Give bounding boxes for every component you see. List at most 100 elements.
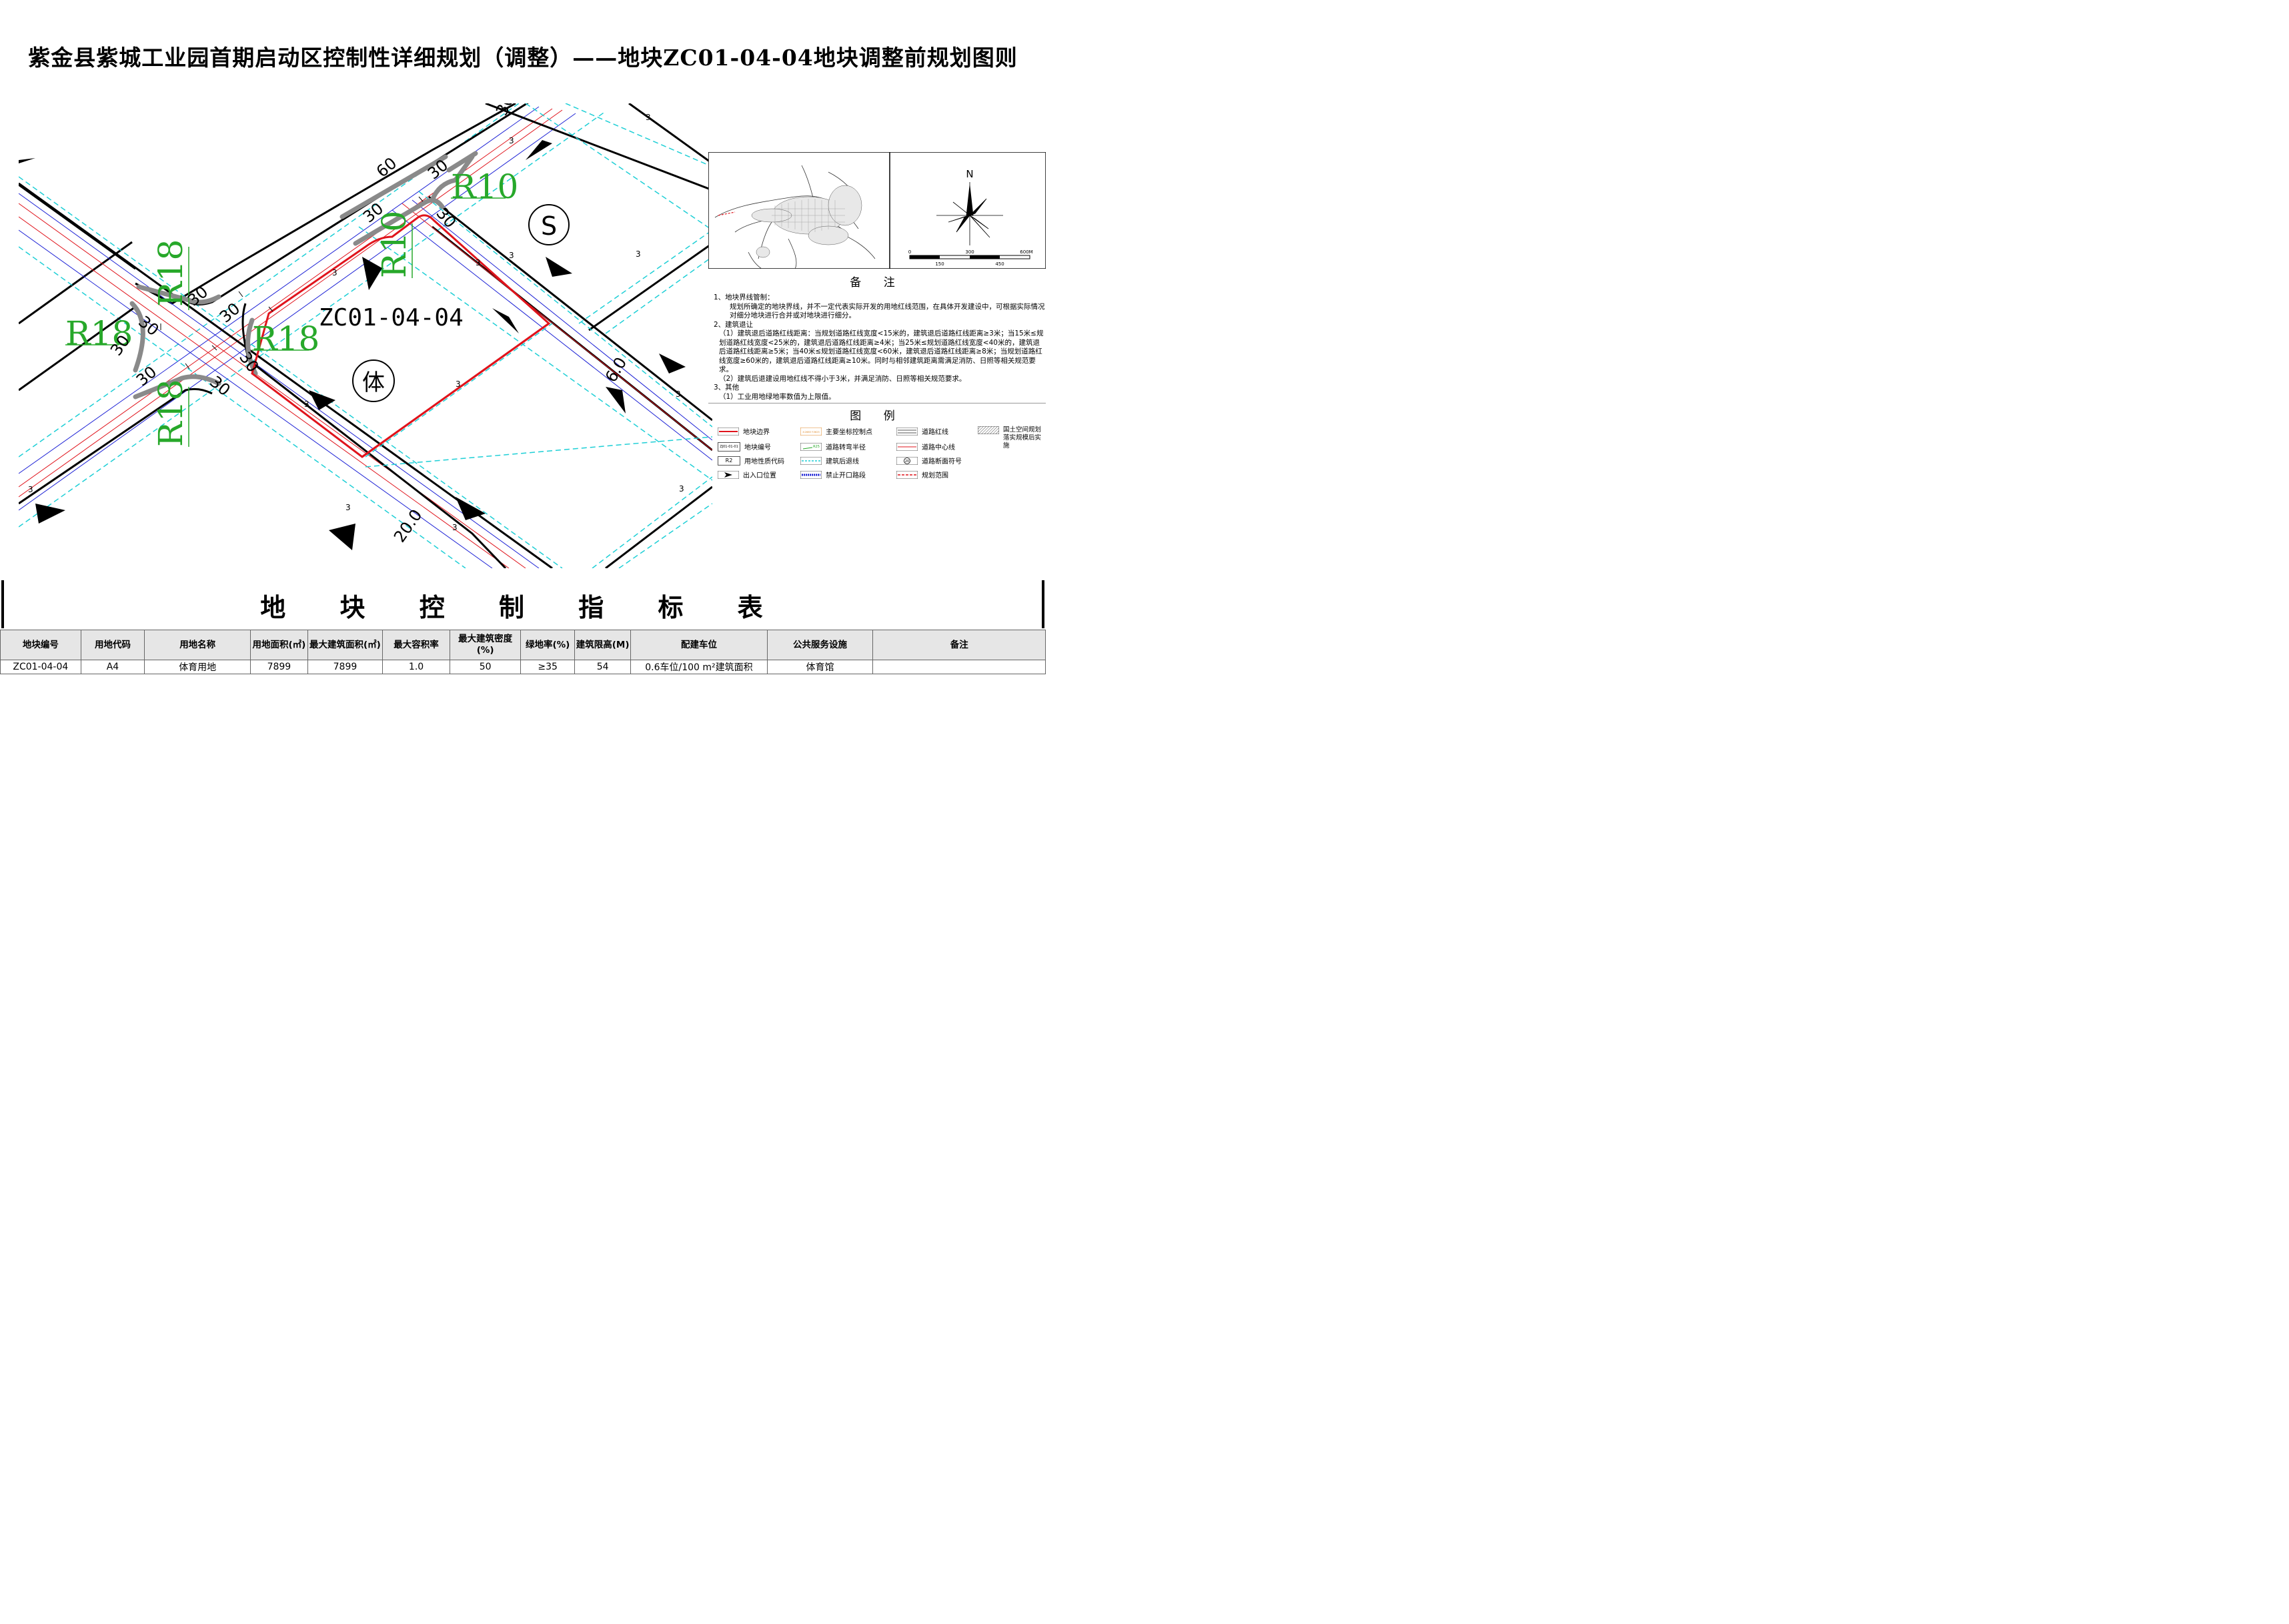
svg-text:3: 3 xyxy=(679,484,684,494)
svg-text:3: 3 xyxy=(509,251,514,260)
svg-text:X:2685 Y:3625: X:2685 Y:3625 xyxy=(802,431,819,434)
entrance-arrow xyxy=(526,140,552,160)
legend-item-setback-line: 建筑后退线 xyxy=(800,456,859,466)
setback-dim-labels: 3 3 3 3 3 3 3 3 3 3 3 3 3 xyxy=(28,113,684,532)
dim-60: 60 xyxy=(373,154,400,181)
table-header: 公共服务设施 xyxy=(766,630,874,660)
left-frame-bar xyxy=(1,580,4,628)
road-diagonal-east xyxy=(358,191,712,481)
note-line: 规划所确定的地块界线，并不一定代表实际开发的用地红线范围，在具体开发建设中，可根… xyxy=(730,302,1045,320)
planning-scope-symbol xyxy=(896,470,918,479)
entrance-arrow xyxy=(546,257,572,277)
note-line: 1、地块界线管制： xyxy=(714,293,774,301)
svg-text:3: 3 xyxy=(304,399,309,409)
dimension-ticks xyxy=(160,196,424,369)
svg-text:300: 300 xyxy=(965,249,974,255)
svg-text:体: 体 xyxy=(362,369,385,396)
notes-body: 1、地块界线管制： 规划所确定的地块界线，并不一定代表实际开发的用地红线范围，在… xyxy=(708,289,1046,401)
table-cell: 7899 xyxy=(307,660,384,674)
radius-label-r18-top: R18 xyxy=(151,239,190,307)
setback-line-symbol xyxy=(800,456,822,465)
location-inset-map xyxy=(708,152,890,269)
table-header: 建筑限高(M) xyxy=(574,630,632,660)
radius-label-r18-bottom: R18 xyxy=(151,379,190,447)
legend-item-land-use-code: R2 用地性质代码 xyxy=(718,456,784,466)
parcel-id-label: ZC01-04-04 xyxy=(319,304,464,331)
table-header: 最大建筑密度(%) xyxy=(449,630,522,660)
road-northeast xyxy=(19,103,516,325)
svg-text:3: 3 xyxy=(332,268,337,277)
svg-text:0: 0 xyxy=(908,249,911,255)
radius-labels: R18 R18 R18 R18 R10 R10 xyxy=(65,167,518,447)
turning-radius-symbol: R25 xyxy=(800,442,822,451)
svg-text:3: 3 xyxy=(646,113,651,122)
entrance-arrows xyxy=(19,140,686,550)
svg-text:3: 3 xyxy=(452,523,458,532)
svg-text:3: 3 xyxy=(345,503,351,512)
table-header: 最大建筑面积(㎡) xyxy=(307,630,384,660)
table-cell: 7899 xyxy=(250,660,308,674)
control-indicator-table: 地块编号 用地代码 用地名称 用地面积(㎡) 最大建筑面积(㎡) 最大容积率 最… xyxy=(0,630,1046,674)
legend-item-planning-scope: 规划范围 xyxy=(896,470,948,480)
road-section-symbol: 20 xyxy=(896,456,918,465)
dim-30-g: 30 xyxy=(206,372,233,399)
entrance-arrow xyxy=(35,504,65,524)
table-header: 最大容积率 xyxy=(382,630,450,660)
entrance-arrow xyxy=(492,308,519,333)
parcel-boundary xyxy=(251,214,551,458)
legend-item-road-section: 20 道路断面符号 xyxy=(896,456,962,466)
entrance-arrow xyxy=(309,390,335,410)
svg-text:R25: R25 xyxy=(813,445,820,449)
legend-item-entrance: 出入口位置 xyxy=(718,470,776,480)
note-line: 3、其他 xyxy=(714,383,740,391)
dim-30-i: 30 xyxy=(424,156,452,183)
dim-30-d: 30 xyxy=(216,299,243,327)
table-header: 用地面积(㎡) xyxy=(250,630,308,660)
svg-text:20: 20 xyxy=(905,460,909,464)
land-use-code-symbol: R2 xyxy=(718,456,740,466)
north-arrow-icon xyxy=(936,182,1003,245)
legend-item-turning-radius: R25 道路转弯半径 xyxy=(800,442,866,452)
svg-text:450: 450 xyxy=(995,261,1004,267)
table-cell: A4 xyxy=(80,660,145,674)
radius-leaders xyxy=(65,197,506,447)
radius-label-r10-top: R10 xyxy=(451,167,518,206)
note-line: （1）工业用地绿地率数值为上限值。 xyxy=(719,392,836,401)
legend-item-parcel-code: ZJ01-01-01 地块编号 xyxy=(718,442,771,452)
svg-text:3: 3 xyxy=(456,379,461,389)
notes-title: 备 注 xyxy=(850,276,904,289)
svg-text:S: S xyxy=(541,211,557,241)
table-header: 绿地率(%) xyxy=(520,630,575,660)
table-header: 配建车位 xyxy=(630,630,768,660)
entrance-arrow xyxy=(456,497,486,520)
svg-text:3: 3 xyxy=(476,258,481,267)
adjacent-land-use-symbol: S xyxy=(528,204,570,245)
note-line: （2）建筑后退建设用地红线不得小于3米，并满足消防、日照等相关规范要求。 xyxy=(719,374,966,383)
entrance-arrow xyxy=(329,524,355,550)
parcel-boundary-symbol xyxy=(718,427,739,436)
road-diagonal-sw-ne xyxy=(19,103,606,528)
legend-item-road-center-line: 道路中心线 xyxy=(896,442,955,452)
svg-text:3: 3 xyxy=(509,136,514,145)
table-header: 用地代码 xyxy=(80,630,145,660)
table-cell: 1.0 xyxy=(382,660,450,674)
page-title: 紫金县紫城工业园首期启动区控制性详细规划（调整）——地块ZC01-04-04地块… xyxy=(28,45,1018,71)
dim-20: 20.0 xyxy=(390,506,426,546)
table-header: 备注 xyxy=(872,630,1046,660)
scale-bar: 0 300 600M 150 450 xyxy=(908,249,1033,267)
north-arrow-scale: N 0 300 600M 150 450 xyxy=(890,152,1046,269)
svg-text:3: 3 xyxy=(636,249,641,259)
entrance-arrow xyxy=(362,257,382,290)
radius-label-r10-center: R10 xyxy=(375,211,414,278)
land-use-symbol: 体 xyxy=(352,359,395,402)
entrance-arrow xyxy=(659,353,686,373)
svg-text:600M: 600M xyxy=(1020,249,1032,255)
table-cell: ≥35 xyxy=(520,660,575,674)
legend-item-coord-point: X:2685 Y:3625 主要坐标控制点 xyxy=(800,426,872,436)
svg-text:3: 3 xyxy=(676,389,681,399)
svg-text:3: 3 xyxy=(28,485,33,494)
table-cell: 0.6车位/100 m²建筑面积 xyxy=(630,660,768,674)
legend-item-parcel-boundary: 地块边界 xyxy=(718,426,770,436)
entrance-arrow xyxy=(606,387,626,414)
radius-label-r18-west: R18 xyxy=(65,314,133,353)
